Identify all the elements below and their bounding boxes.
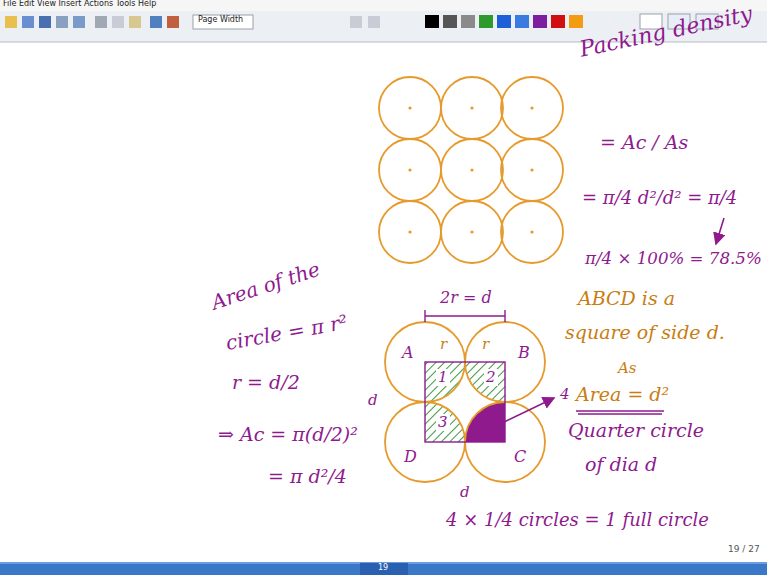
radius-label: r (440, 336, 447, 353)
toolbar-part (39, 16, 51, 28)
note: square of side d. (565, 322, 725, 343)
region-number: 2 (484, 369, 498, 386)
dimension-label: 2r = d (440, 289, 492, 307)
circle-centre-dots-part (408, 230, 411, 233)
formula: = π/4 d²/d² = π/4 (582, 188, 737, 208)
packed-circles-grid-part (379, 139, 441, 201)
circle-centre-dots (408, 106, 533, 233)
zoom-dropdown: Page Width (198, 16, 243, 25)
circle-centre-dots-part (470, 106, 473, 109)
page-number: 19 / 27 (728, 545, 760, 555)
toolbar-part (350, 16, 362, 28)
circle-centre-dots-part (530, 230, 533, 233)
toolbar-part (5, 16, 17, 28)
callout-number: 4 (560, 386, 570, 403)
toolbar-part (461, 15, 475, 28)
formula: = π d²/4 (268, 466, 347, 487)
toolbar-part (167, 16, 179, 28)
packed-circles-grid-part (501, 139, 563, 201)
packed-circles-grid-part (379, 201, 441, 263)
note: ABCD is a (578, 288, 675, 309)
note: of dia d (585, 454, 657, 475)
underline-part (576, 410, 664, 411)
toolbar-part (569, 15, 583, 28)
note: Quarter circle (568, 420, 704, 441)
corner-letter: C (514, 448, 526, 466)
dimension-line-part (504, 310, 505, 322)
status-bar (0, 562, 767, 575)
symbol: As (618, 360, 637, 377)
circle-centre-dots-part (470, 168, 473, 171)
underline (576, 411, 664, 414)
corner-letter: D (404, 448, 417, 466)
note: 4 × 1/4 circles = 1 full circle (446, 510, 709, 530)
toolbar-part (112, 16, 124, 28)
formula: ⇒ Ac = π(d/2)² (218, 424, 358, 445)
square-abcd-part (425, 362, 505, 442)
circle-centre-dots-part (470, 230, 473, 233)
result: π/4 × 100% = 78.5% (585, 250, 762, 268)
packed-circles-grid (379, 77, 563, 263)
toolbar-part (533, 15, 547, 28)
toolbar-part (479, 15, 493, 28)
leader-arrows-part (500, 398, 554, 424)
formula: circle = π r² (224, 311, 349, 354)
toolbar-part (150, 16, 162, 28)
packed-circles-grid-part (501, 201, 563, 263)
toolbar-part (368, 16, 380, 28)
menu-bar: File Edit View Insert Actions Tools Help (3, 0, 156, 9)
formula: r = d/2 (232, 372, 300, 393)
toolbar-part (129, 16, 141, 28)
toolbar-part (0, 0, 767, 11)
toolbar-part (497, 15, 511, 28)
packed-circles-grid-part (501, 77, 563, 139)
toolbar-part (73, 16, 85, 28)
unit-cell-circles (385, 322, 545, 482)
toolbar-part (515, 15, 529, 28)
side-label: d (460, 484, 470, 501)
heading: Packing density (577, 2, 754, 62)
underline-part (578, 413, 662, 414)
region-number: 3 (436, 414, 450, 431)
packed-circles-grid-part (441, 139, 503, 201)
note: Area of the (209, 258, 323, 314)
circle-centre-dots-part (408, 106, 411, 109)
status-bar-part (360, 563, 408, 575)
region-number: 1 (436, 369, 450, 386)
toolbar-part (56, 16, 68, 28)
leader-arrows-part (716, 218, 724, 244)
formula: = Ac / As (600, 132, 688, 153)
dimension-line-part (425, 315, 505, 316)
packed-circles-grid-part (441, 201, 503, 263)
status-page: 19 (378, 564, 388, 573)
packed-circles-grid-part (441, 77, 503, 139)
circle-centre-dots-part (530, 106, 533, 109)
square-abcd (425, 362, 505, 442)
packed-circles-grid-part (379, 77, 441, 139)
circle-centre-dots-part (408, 168, 411, 171)
dimension-line (425, 310, 505, 322)
toolbar-part (193, 15, 253, 29)
corner-letter: A (402, 344, 414, 362)
toolbar-part (443, 15, 457, 28)
leader-arrows (500, 218, 724, 424)
toolbar-part (95, 16, 107, 28)
toolbar-part (425, 15, 439, 28)
status-bar-part (0, 562, 767, 575)
side-label: d (368, 392, 378, 409)
corner-letter: B (518, 344, 530, 362)
radius-label: r (482, 336, 489, 353)
dimension-line-part (424, 310, 425, 322)
toolbar-part (551, 15, 565, 28)
formula: Area = d² (576, 384, 669, 405)
toolbar-part (22, 16, 34, 28)
quarter-regions (425, 362, 505, 442)
circle-centre-dots-part (530, 168, 533, 171)
